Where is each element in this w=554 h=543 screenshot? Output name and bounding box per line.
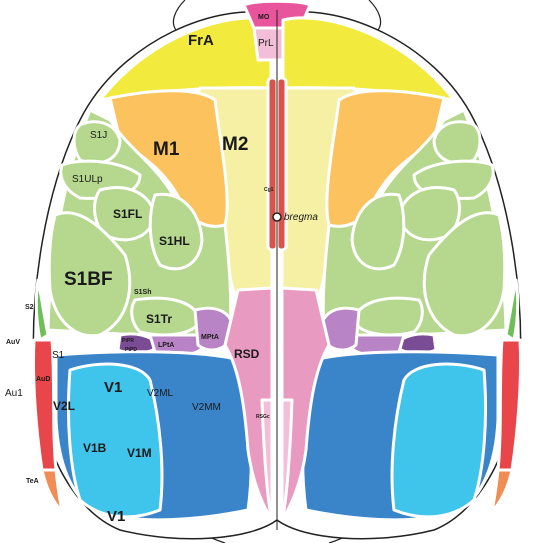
label-m1: M1 [153, 139, 180, 160]
label-au1: Au1 [5, 388, 23, 399]
label-v2mm: V2MM [192, 402, 221, 413]
label-fra: FrA [188, 32, 214, 49]
region-s1bf-right [422, 211, 507, 338]
bregma-marker [272, 212, 282, 222]
label-ptpd: PtPD [125, 347, 137, 353]
region-s1fl [93, 186, 157, 242]
region-v1-right [390, 362, 488, 519]
region-s1tr-right [352, 296, 424, 337]
label-v2l: V2L [53, 399, 75, 413]
region-s1hl [148, 192, 204, 271]
region-s1fl-right [397, 186, 461, 242]
label-auv: AuV [6, 339, 20, 346]
label-s1ulp: S1ULp [72, 174, 103, 185]
label-cg1: Cg1 [264, 187, 274, 193]
region-s2-right [504, 278, 520, 342]
label-mo: MO [258, 14, 270, 21]
region-m1-left [108, 89, 229, 229]
region-v1-left [66, 362, 164, 519]
region-cg1-right [275, 76, 288, 252]
label-v2ml: V2ML [147, 388, 174, 399]
region-tea-right [490, 468, 514, 514]
label-s1sh: S1Sh [134, 289, 152, 296]
label-bregma: bregma [284, 212, 318, 223]
region-m1-right [325, 89, 446, 229]
region-s1bf [47, 211, 132, 338]
label-v1m: V1M [127, 446, 152, 460]
label-tea: TeA [26, 478, 39, 485]
label-s1fl: S1FL [113, 207, 142, 221]
label-ptpr: PtPR [122, 338, 134, 344]
label-s2: S2 [25, 304, 34, 311]
label-rsd: RSD [234, 347, 260, 361]
region-rsd-left [223, 286, 274, 522]
region-s1j [72, 120, 122, 165]
label-v1-bottom: V1 [107, 508, 125, 525]
region-rsgc-left [260, 398, 274, 522]
label-s1tr: S1Tr [146, 312, 172, 326]
region-rsgc-right [280, 398, 294, 522]
label-aud: AuD [36, 376, 50, 383]
label-lpta: LPtA [158, 342, 174, 349]
region-s1tr [130, 296, 202, 337]
label-s1: S1 [52, 350, 65, 361]
region-s1j-right [432, 120, 482, 165]
label-s1bf: S1BF [64, 269, 113, 290]
label-s1hl: S1HL [159, 234, 190, 248]
right-hemisphere [275, 16, 523, 522]
label-v1-top: V1 [104, 379, 122, 396]
region-auditory-right [496, 338, 523, 472]
label-s1j: S1J [90, 130, 107, 141]
label-prl: PrL [258, 38, 274, 49]
label-mpta: MPtA [201, 334, 219, 341]
label-v1b: V1B [83, 441, 107, 455]
region-s2-left [34, 278, 50, 342]
region-s1hl-right [350, 192, 406, 271]
region-tea-left [40, 468, 64, 514]
label-rsgc: RSGc [256, 414, 270, 420]
label-m2: M2 [222, 134, 248, 155]
region-rsd-right [280, 286, 331, 522]
